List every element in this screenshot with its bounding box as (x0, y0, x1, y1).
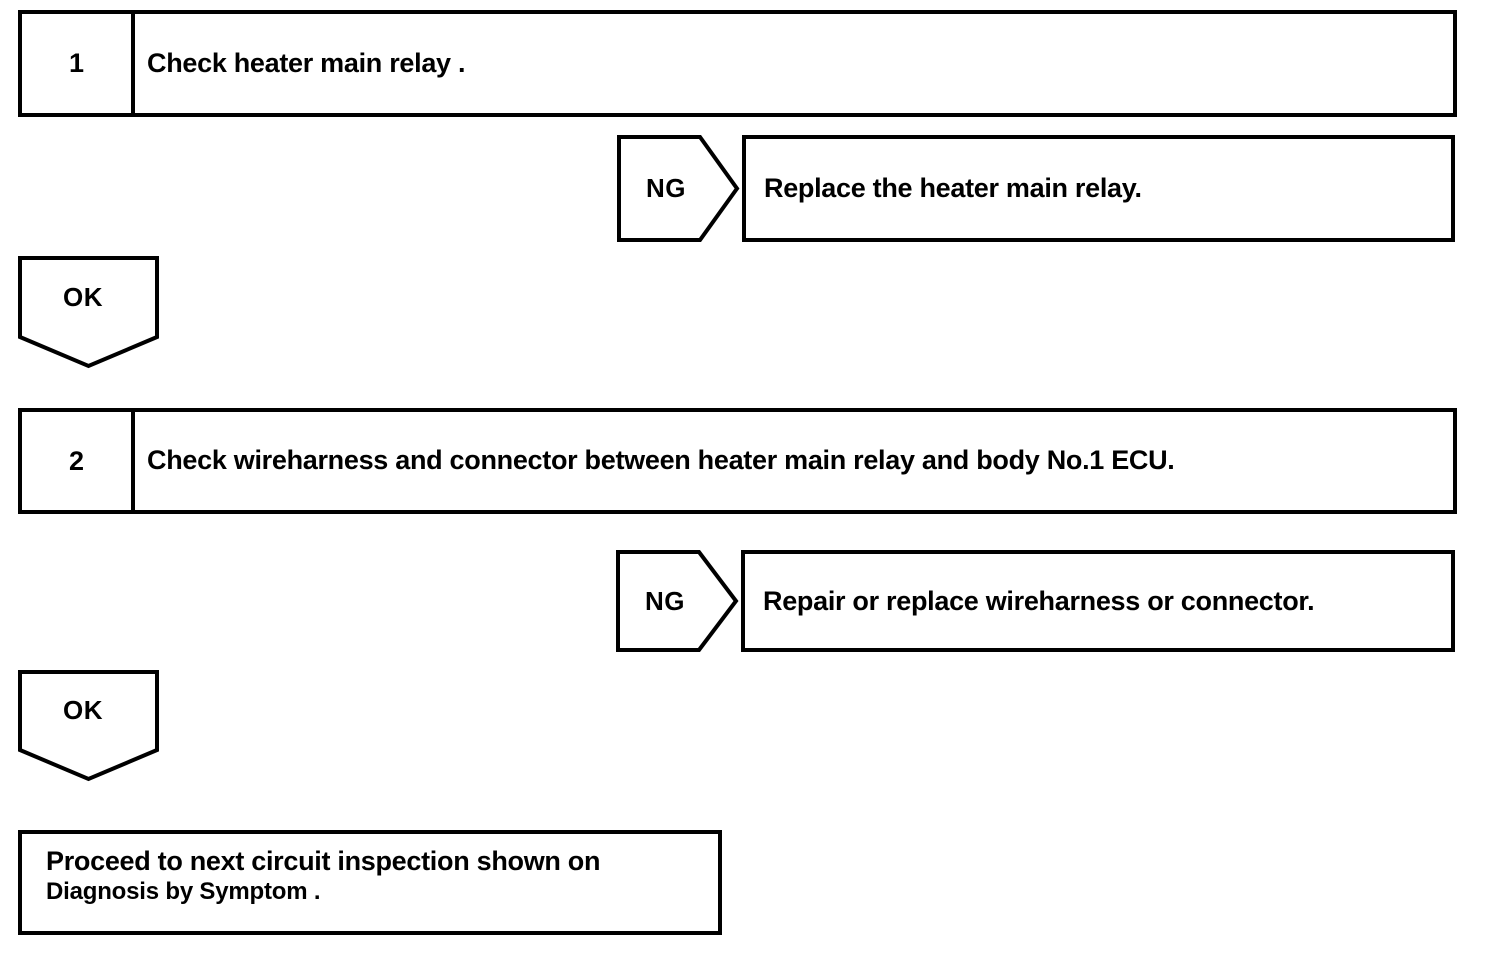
step-text-2: Check wireharness and connector between … (147, 445, 1175, 476)
step-box-1: 1 Check heater main relay . (18, 10, 1457, 117)
ng-arrow-2-label: NG (645, 586, 685, 616)
proceed-line-2: Diagnosis by Symptom . (46, 878, 321, 906)
step-text-1: Check heater main relay . (147, 47, 466, 78)
step-box-2: 2 Check wireharness and connector betwee… (18, 408, 1457, 514)
ok-arrow-2: OK (18, 670, 161, 782)
ng-arrow-1: NG (617, 135, 740, 242)
proceed-box: Proceed to next circuit inspection shown… (18, 830, 722, 935)
ok-arrow-1: OK (18, 256, 161, 369)
ok-arrow-2-label: OK (63, 695, 103, 725)
ng-result-box-1: Replace the heater main relay. (742, 135, 1455, 242)
ng-result-box-2: Repair or replace wireharness or connect… (741, 550, 1455, 652)
ok-arrow-1-label: OK (63, 282, 103, 312)
step-number-2: 2 (22, 412, 135, 510)
ng-arrow-2: NG (616, 550, 739, 652)
proceed-line-1: Proceed to next circuit inspection shown… (46, 846, 601, 876)
step-number-1: 1 (22, 14, 135, 113)
ng-arrow-1-label: NG (646, 173, 686, 203)
